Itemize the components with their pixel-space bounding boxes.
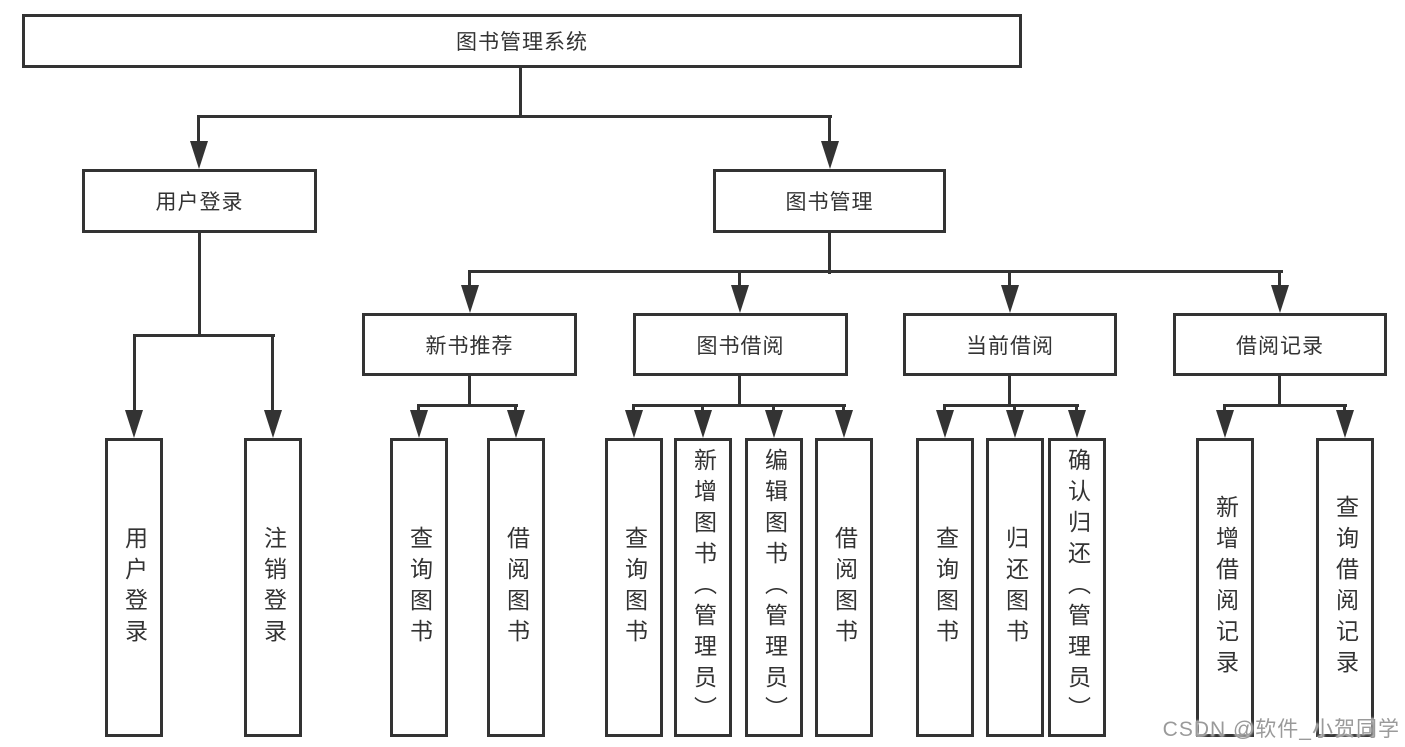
arrow-down-icon: [1001, 285, 1019, 313]
leaf-label: 查询图书: [406, 525, 433, 650]
connector-line: [1278, 376, 1281, 406]
connector-line: [469, 270, 1283, 273]
leaf-label: 新增图书（管理员）: [690, 448, 717, 727]
leaf-query-books-current: 查询图书: [916, 438, 974, 737]
leaf-edit-book-admin: 编辑图书（管理员）: [745, 438, 803, 737]
connector-line: [828, 233, 831, 274]
node-new-book-recommend: 新书推荐: [362, 313, 577, 376]
leaf-label: 借阅图书: [831, 525, 858, 650]
connector-line: [842, 404, 845, 414]
arrow-down-icon: [125, 410, 143, 438]
connector-line: [1278, 270, 1281, 288]
connector-line: [1223, 404, 1347, 407]
leaf-confirm-return-admin: 确认归还（管理员）: [1048, 438, 1106, 737]
node-library-system: 图书管理系统: [22, 14, 1022, 68]
node-borrowing-records: 借阅记录: [1173, 313, 1387, 376]
node-book-management: 图书管理: [713, 169, 946, 233]
connector-line: [632, 404, 846, 407]
node-label: 图书借阅: [696, 334, 785, 358]
arrow-down-icon: [1271, 285, 1289, 313]
arrow-down-icon: [936, 410, 954, 438]
arrow-down-icon: [190, 141, 208, 169]
leaf-label: 查询图书: [621, 525, 648, 650]
arrow-down-icon: [765, 410, 783, 438]
leaf-user-login: 用户登录: [105, 438, 163, 737]
node-label: 图书管理: [785, 191, 874, 214]
connector-line: [197, 115, 200, 143]
connector-line: [738, 376, 741, 406]
connector-line: [772, 404, 775, 414]
node-label: 新书推荐: [425, 334, 514, 358]
arrow-down-icon: [461, 285, 479, 313]
node-label: 图书管理系统: [456, 31, 588, 54]
node-current-borrowing: 当前借阅: [903, 313, 1117, 376]
connector-line: [1008, 270, 1011, 288]
leaf-label: 用户登录: [121, 525, 148, 650]
leaf-add-book-admin: 新增图书（管理员）: [674, 438, 732, 737]
connector-line: [468, 376, 471, 406]
arrow-down-icon: [625, 410, 643, 438]
arrow-down-icon: [1068, 410, 1086, 438]
arrow-down-icon: [264, 410, 282, 438]
arrow-down-icon: [835, 410, 853, 438]
connector-line: [1223, 404, 1226, 414]
leaf-label: 编辑图书（管理员）: [761, 448, 788, 727]
connector-line: [1343, 404, 1346, 414]
arrow-down-icon: [1006, 410, 1024, 438]
leaf-borrow-books-recommend: 借阅图书: [487, 438, 545, 737]
node-book-borrowing: 图书借阅: [633, 313, 848, 376]
arrow-down-icon: [1216, 410, 1234, 438]
leaf-label: 查询图书: [932, 525, 959, 650]
leaf-label: 确认归还（管理员）: [1064, 448, 1091, 727]
leaf-query-borrow-record: 查询借阅记录: [1316, 438, 1374, 737]
connector-line: [271, 334, 274, 414]
leaf-query-books-recommend: 查询图书: [390, 438, 448, 737]
connector-line: [828, 115, 831, 143]
connector-line: [1075, 404, 1078, 414]
connector-line: [943, 404, 1079, 407]
watermark: CSDN @软件_小贺同学: [1162, 718, 1400, 741]
leaf-label: 注销登录: [260, 525, 287, 650]
node-user-login: 用户登录: [82, 169, 317, 233]
arrow-down-icon: [821, 141, 839, 169]
connector-line: [514, 404, 517, 414]
connector-line: [519, 68, 522, 117]
leaf-add-borrow-record: 新增借阅记录: [1196, 438, 1254, 737]
node-label: 借阅记录: [1236, 334, 1324, 358]
arrow-down-icon: [1336, 410, 1354, 438]
connector-line: [417, 404, 518, 407]
leaf-label: 借阅图书: [503, 525, 530, 650]
connector-line: [632, 404, 635, 414]
leaf-logout: 注销登录: [244, 438, 302, 737]
connector-line: [133, 334, 136, 414]
connector-line: [198, 233, 201, 337]
node-label: 用户登录: [155, 191, 244, 214]
connector-line: [701, 404, 704, 414]
leaf-label: 新增借阅记录: [1212, 494, 1239, 681]
leaf-query-books-borrowing: 查询图书: [605, 438, 663, 737]
arrow-down-icon: [410, 410, 428, 438]
leaf-return-book: 归还图书: [986, 438, 1044, 737]
connector-line: [417, 404, 420, 414]
connector-line: [133, 334, 275, 337]
arrow-down-icon: [694, 410, 712, 438]
leaf-borrow-books-borrowing: 借阅图书: [815, 438, 873, 737]
node-label: 当前借阅: [966, 334, 1054, 358]
connector-line: [1008, 376, 1011, 406]
connector-line: [943, 404, 946, 414]
connector-line: [468, 270, 471, 288]
connector-line: [1013, 404, 1016, 414]
leaf-label: 归还图书: [1002, 525, 1029, 650]
connector-line: [197, 115, 832, 118]
arrow-down-icon: [731, 285, 749, 313]
connector-line: [738, 270, 741, 288]
leaf-label: 查询借阅记录: [1332, 494, 1359, 681]
arrow-down-icon: [507, 410, 525, 438]
